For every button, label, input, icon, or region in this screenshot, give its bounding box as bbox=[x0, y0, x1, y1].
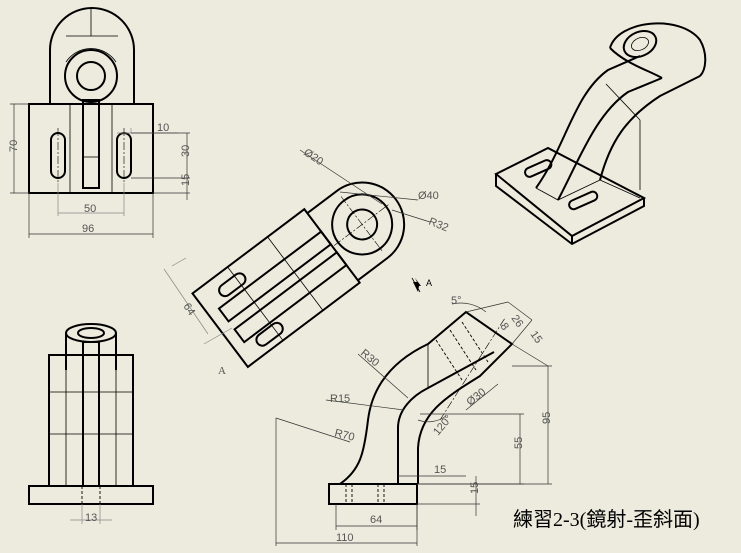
dim-total-height-95: 95 bbox=[541, 412, 553, 424]
dim-slot-offset-10: 10 bbox=[157, 122, 169, 134]
dim-slot-bottom-15: 15 bbox=[180, 174, 192, 186]
dim-angle-5: 5° bbox=[451, 295, 462, 307]
dim-bend-angle-120: 120° bbox=[431, 413, 455, 438]
right-side-view-dimensions: 5° 26 8 15 R30 R15 R70 Ø30 120° 55 95 15… bbox=[275, 295, 553, 546]
dim-length-64: 64 bbox=[181, 301, 198, 318]
dim-hole-13: 13 bbox=[85, 512, 97, 524]
dim-column-width-15: 15 bbox=[434, 464, 446, 476]
dim-boss-40: Ø40 bbox=[418, 190, 439, 202]
front-view-dimensions: 70 10 30 15 50 96 bbox=[8, 103, 192, 238]
dim-width-96: 96 bbox=[82, 223, 94, 235]
dim-base-total-110: 110 bbox=[336, 532, 354, 544]
dim-hole-20: Ø20 bbox=[301, 147, 325, 169]
view-arrow-label: A bbox=[426, 278, 432, 288]
dim-base-inner-64: 64 bbox=[370, 514, 382, 526]
bottom-view-dimensions: 13 bbox=[70, 504, 112, 524]
dim-base-height-15: 15 bbox=[469, 482, 481, 494]
dim-slot-length-30: 30 bbox=[180, 145, 192, 157]
dim-r15: R15 bbox=[330, 393, 350, 405]
dim-column-height-55: 55 bbox=[513, 437, 525, 449]
dim-bore-30: Ø30 bbox=[464, 386, 488, 408]
dim-thickness-8: 8 bbox=[498, 321, 511, 333]
right-side-view bbox=[328, 310, 514, 505]
auxiliary-view bbox=[191, 181, 406, 369]
dim-height-70: 70 bbox=[8, 140, 20, 152]
sheet-title: 練習2-3(鏡射-歪斜面) bbox=[513, 508, 700, 531]
bottom-view bbox=[28, 323, 154, 505]
dim-top-offset-15: 15 bbox=[528, 329, 545, 346]
dim-r30: R30 bbox=[358, 347, 381, 369]
isometric-view bbox=[494, 22, 707, 246]
view-label-a: A bbox=[218, 365, 226, 377]
view-direction-arrow: A bbox=[411, 277, 432, 293]
dim-radius-32: R32 bbox=[427, 216, 450, 235]
dim-top-width-26: 26 bbox=[509, 313, 526, 330]
dim-r70: R70 bbox=[333, 427, 355, 444]
front-view bbox=[28, 7, 154, 194]
dim-slot-spacing-50: 50 bbox=[84, 203, 96, 215]
